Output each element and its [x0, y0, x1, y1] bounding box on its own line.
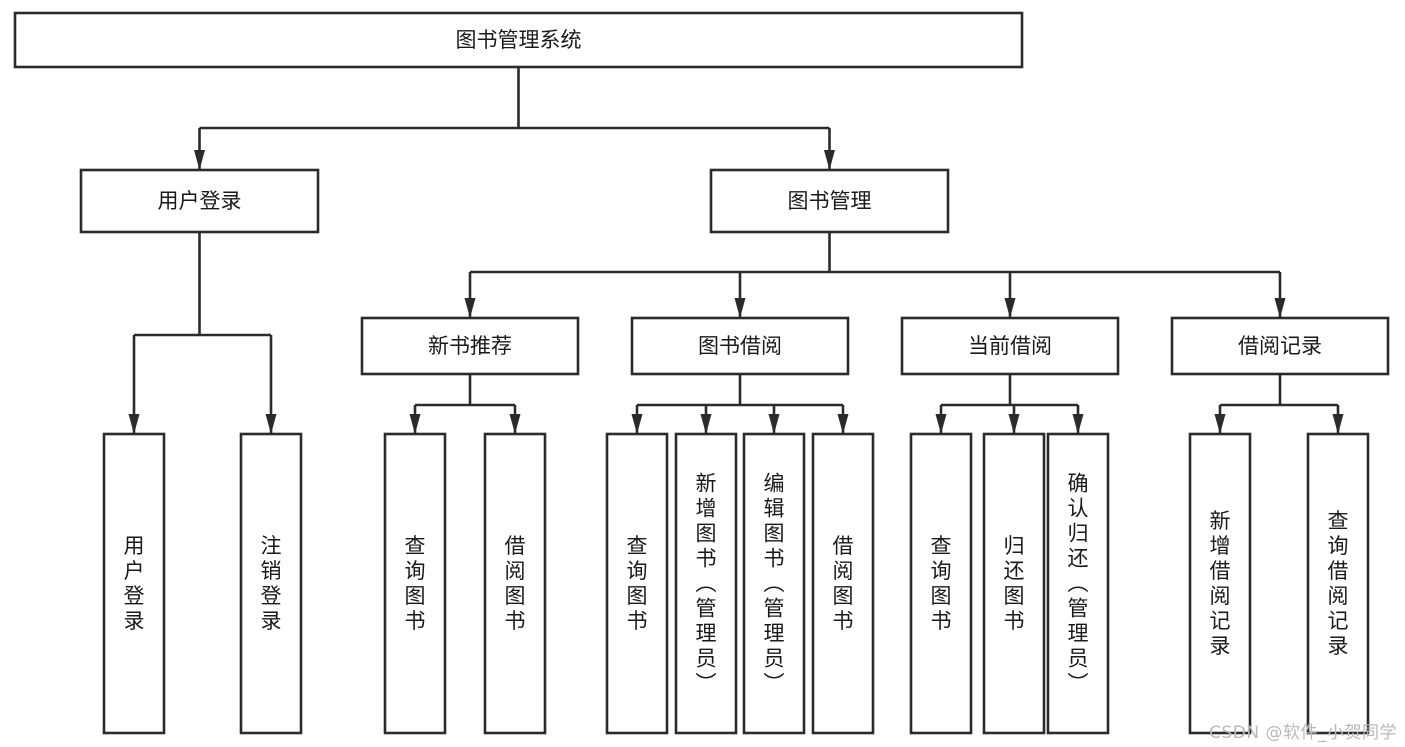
flow-node-leaf-2[interactable]: 查询图书 — [383, 432, 447, 735]
node-layer: 图书管理系统用户登录图书管理新书推荐图书借阅当前借阅借阅记录用户登录注销登录查询… — [13, 11, 1390, 735]
node-box — [102, 432, 166, 735]
connector-arrow-icon — [464, 298, 476, 318]
node-box — [900, 316, 1120, 376]
node-box — [1046, 432, 1110, 735]
flow-node-leaf-0[interactable]: 用户登录 — [102, 432, 166, 735]
connector-arrow-icon — [837, 414, 849, 434]
node-label: 当前借阅 — [968, 334, 1052, 358]
node-box — [79, 168, 320, 234]
connector-arrow-icon — [509, 414, 521, 434]
node-box — [811, 432, 875, 735]
flow-node-l3-3[interactable]: 借阅记录 — [1170, 316, 1390, 376]
connector-layer — [128, 67, 1344, 434]
node-label: 新增借阅记录 — [1210, 509, 1231, 658]
node-box — [909, 432, 973, 735]
connector-arrow-icon — [935, 414, 947, 434]
node-box — [1306, 432, 1370, 735]
connector-arrow-icon — [1332, 414, 1344, 434]
node-label: 借阅图书 — [833, 534, 854, 633]
flow-node-l2-1[interactable]: 图书管理 — [709, 168, 950, 234]
node-label: 借阅图书 — [505, 534, 526, 633]
connector-arrow-icon — [824, 150, 835, 170]
connector-arrow-icon — [700, 414, 712, 434]
flow-node-leaf-3[interactable]: 借阅图书 — [483, 432, 547, 735]
node-box — [709, 168, 950, 234]
flow-node-l2-0[interactable]: 用户登录 — [79, 168, 320, 234]
node-label: 借阅记录 — [1238, 334, 1322, 358]
flow-node-l3-0[interactable]: 新书推荐 — [360, 316, 580, 376]
node-label: 归还图书 — [1004, 534, 1025, 633]
node-label: 图书管理 — [788, 189, 872, 213]
flow-node-l3-2[interactable]: 当前借阅 — [900, 316, 1120, 376]
connector-arrow-icon — [1274, 298, 1286, 318]
flow-node-leaf-8[interactable]: 查询图书 — [909, 432, 973, 735]
connector-arrow-icon — [1004, 298, 1016, 318]
connector-arrow-icon — [768, 414, 780, 434]
node-box — [605, 432, 669, 735]
node-label: 查询图书 — [405, 534, 426, 633]
node-box — [982, 432, 1046, 735]
flow-node-leaf-11[interactable]: 新增借阅记录 — [1188, 432, 1252, 735]
node-box — [483, 432, 547, 735]
node-box — [1170, 316, 1390, 376]
flow-node-leaf-1[interactable]: 注销登录 — [239, 432, 303, 735]
node-box — [239, 432, 303, 735]
connector-arrow-icon — [1008, 414, 1020, 434]
node-label: 新增图书︵管理员︶ — [696, 472, 717, 696]
node-box — [360, 316, 580, 376]
flow-node-leaf-10[interactable]: 确认归还︵管理员︶ — [1046, 432, 1110, 735]
flow-node-leaf-9[interactable]: 归还图书 — [982, 432, 1046, 735]
connector-arrow-icon — [734, 298, 746, 318]
node-label: 用户登录 — [158, 189, 242, 213]
flow-node-leaf-5[interactable]: 新增图书︵管理员︶ — [674, 432, 738, 735]
node-label: 图书借阅 — [698, 334, 782, 358]
node-box — [742, 432, 806, 735]
node-box — [1188, 432, 1252, 735]
flow-node-leaf-6[interactable]: 编辑图书︵管理员︶ — [742, 432, 806, 735]
connector-arrow-icon — [194, 150, 205, 170]
node-label: 新书推荐 — [428, 334, 512, 358]
flow-node-leaf-7[interactable]: 借阅图书 — [811, 432, 875, 735]
flow-node-leaf-4[interactable]: 查询图书 — [605, 432, 669, 735]
connector-arrow-icon — [1214, 414, 1226, 434]
node-label: 查询图书 — [627, 534, 648, 633]
connector-arrow-icon — [1072, 414, 1084, 434]
node-label: 用户登录 — [124, 534, 145, 633]
connector-arrow-icon — [631, 414, 643, 434]
node-box — [630, 316, 850, 376]
node-label: 确认归还︵管理员︶ — [1068, 472, 1089, 696]
connector-arrow-icon — [409, 414, 421, 434]
flow-node-l3-1[interactable]: 图书借阅 — [630, 316, 850, 376]
node-box — [674, 432, 738, 735]
connector-arrow-icon — [128, 414, 140, 434]
flow-node-root-0[interactable]: 图书管理系统 — [13, 11, 1024, 69]
watermark-label: CSDN @软件_小贺同学 — [1209, 723, 1397, 743]
node-label: 查询借阅记录 — [1328, 509, 1349, 658]
flow-node-leaf-12[interactable]: 查询借阅记录 — [1306, 432, 1370, 735]
node-box — [13, 11, 1024, 69]
node-label: 查询图书 — [931, 534, 952, 633]
connector-arrow-icon — [265, 414, 277, 434]
node-label: 注销登录 — [261, 534, 282, 633]
node-box — [383, 432, 447, 735]
node-label: 图书管理系统 — [456, 28, 582, 52]
node-label: 编辑图书︵管理员︶ — [764, 472, 785, 696]
